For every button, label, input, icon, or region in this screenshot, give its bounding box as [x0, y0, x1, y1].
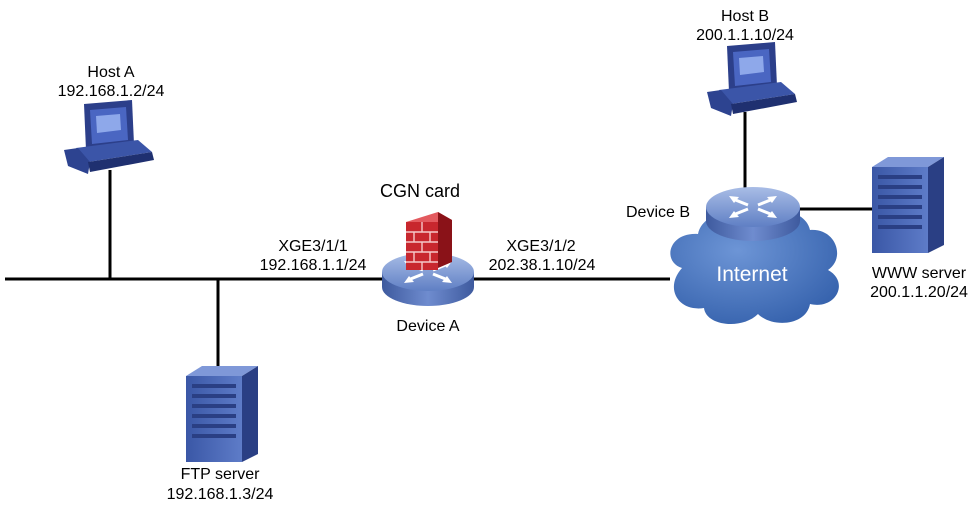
- host-b-ip: 200.1.1.10/24: [696, 27, 794, 44]
- router-icon: [706, 187, 800, 241]
- device-a-name: Device A: [396, 318, 460, 335]
- ftp-server-ip: 192.168.1.3/24: [166, 486, 274, 503]
- internet-label: Internet: [716, 263, 787, 286]
- firewall-icon: [406, 212, 452, 270]
- cloud-icon: Internet: [670, 210, 839, 325]
- www-server-name: WWW server: [871, 265, 967, 282]
- host-a-name: Host A: [87, 64, 135, 81]
- www-server-ip: 200.1.1.20/24: [870, 284, 968, 301]
- xge-right-name: XGE3/1/2: [506, 238, 576, 255]
- router-icon: [382, 253, 474, 306]
- ftp-server-name: FTP server: [180, 466, 260, 483]
- host-b-name: Host B: [720, 8, 770, 25]
- server-icon: [186, 366, 258, 462]
- server-icon: [872, 157, 944, 253]
- xge-right-ip: 202.38.1.10/24: [488, 257, 596, 274]
- cgn-card-label: CGN card: [379, 181, 461, 201]
- pc-icon: [64, 100, 154, 174]
- pc-icon: [707, 42, 797, 116]
- xge-left-name: XGE3/1/1: [278, 238, 348, 255]
- device-b-name: Device B: [626, 204, 691, 221]
- links: [5, 112, 876, 372]
- host-a-ip: 192.168.1.2/24: [57, 83, 165, 100]
- xge-left-ip: 192.168.1.1/24: [259, 257, 367, 274]
